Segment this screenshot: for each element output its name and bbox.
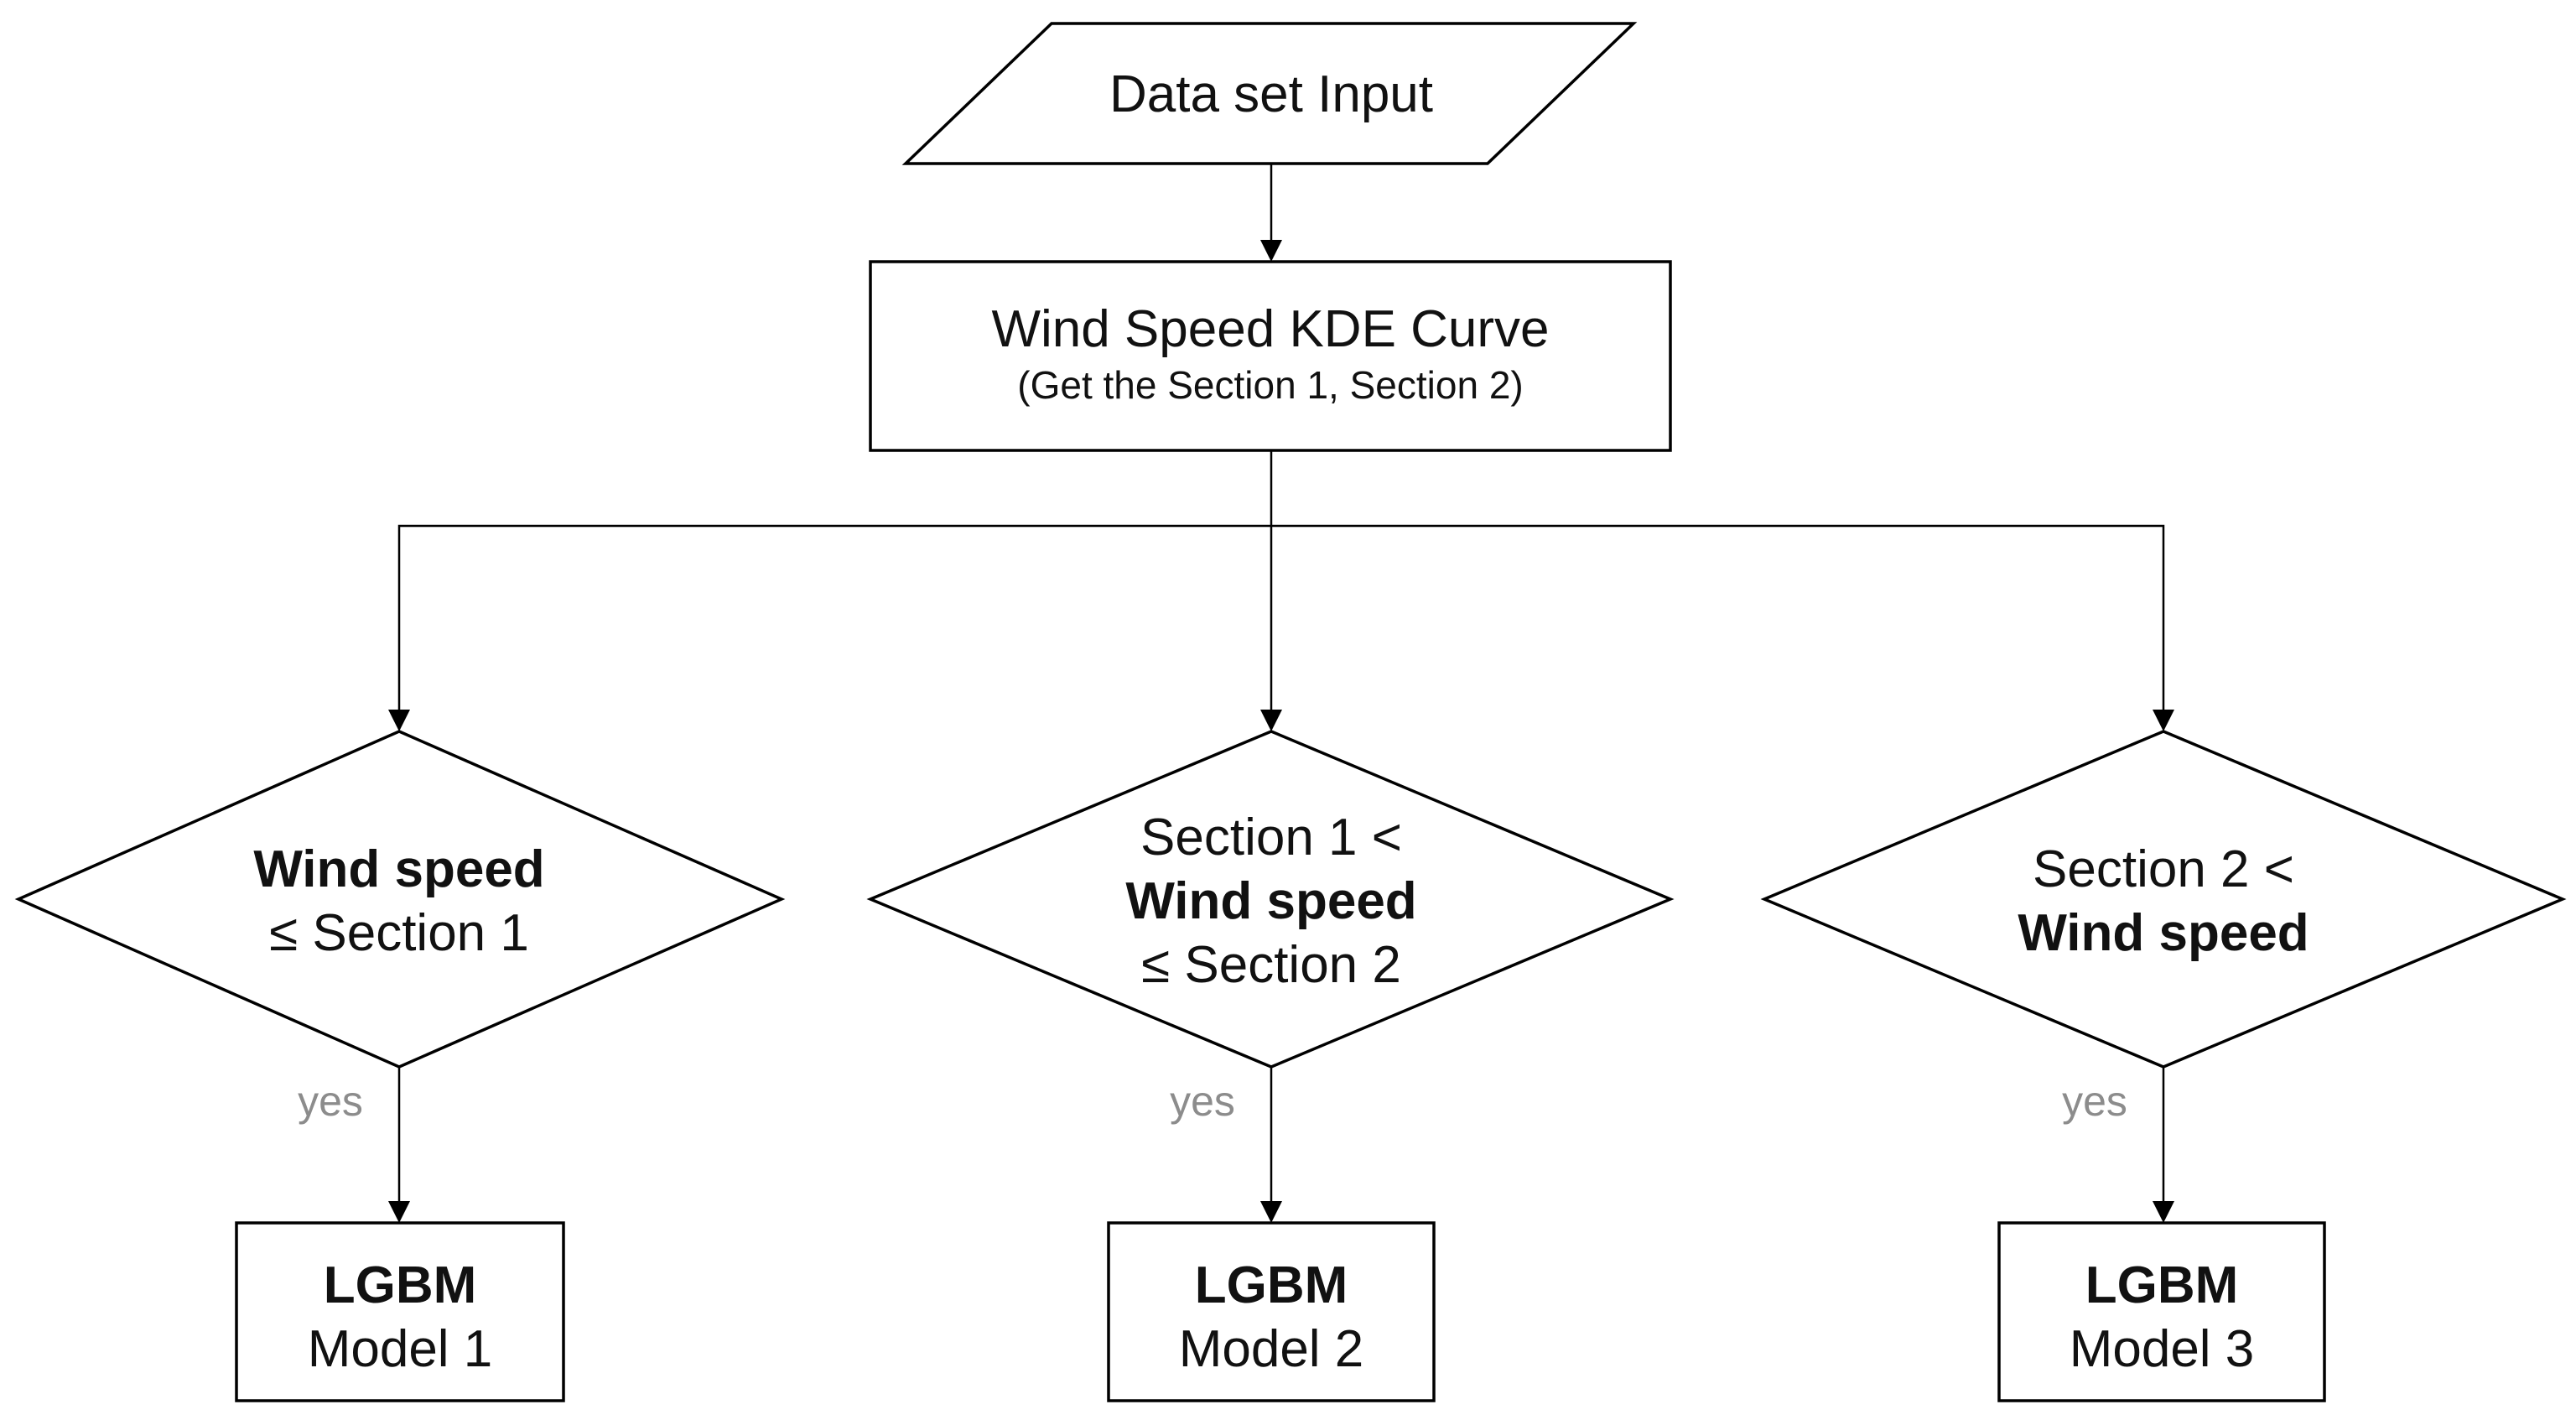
condition-1-label: Wind speed ≤ Section 1 xyxy=(148,844,651,960)
condition-1-variable: Wind speed xyxy=(253,840,545,898)
model-2-title: LGBM xyxy=(1194,1256,1348,1314)
condition-2-variable: Wind speed xyxy=(1125,872,1417,930)
model-box-1 xyxy=(235,1221,565,1402)
arrowhead-to-model1 xyxy=(388,1201,410,1223)
condition-3-variable: Wind speed xyxy=(2018,904,2309,962)
model-3-label: LGBM Model 3 xyxy=(1999,1260,2324,1376)
edge-branch-bus xyxy=(397,524,2165,711)
arrowhead-to-cond1 xyxy=(388,710,410,731)
yes-label-3: yes xyxy=(2062,1078,2127,1125)
model-2-label: LGBM Model 2 xyxy=(1109,1260,1434,1376)
condition-3-label: Section 2 < Wind speed xyxy=(1912,844,2415,960)
kde-title: Wind Speed KDE Curve xyxy=(991,300,1550,358)
arrowhead-to-cond2 xyxy=(1260,710,1282,731)
yes-label-1: yes xyxy=(298,1078,363,1125)
arrowhead-to-model2 xyxy=(1260,1201,1282,1223)
arrowhead-input-to-kde xyxy=(1260,240,1282,262)
model-3-title: LGBM xyxy=(2085,1256,2239,1314)
model-1-name: Model 1 xyxy=(307,1320,493,1378)
arrowhead-to-model3 xyxy=(2153,1201,2174,1223)
input-parallelogram xyxy=(901,22,1638,165)
kde-process-box xyxy=(869,260,1672,452)
condition-1-bound: ≤ Section 1 xyxy=(269,904,529,962)
model-1-title: LGBM xyxy=(323,1256,477,1314)
arrowhead-to-cond3 xyxy=(2153,710,2174,731)
model-3-name: Model 3 xyxy=(2069,1320,2255,1378)
model-box-3 xyxy=(1997,1221,2326,1402)
kde-label-group: Wind Speed KDE Curve (Get the Section 1,… xyxy=(870,300,1670,407)
condition-3-lower-bound: Section 2 < xyxy=(2033,840,2294,898)
input-label: Data set Input xyxy=(1109,65,1434,123)
yes-label-2: yes xyxy=(1170,1078,1235,1125)
model-2-name: Model 2 xyxy=(1178,1320,1364,1378)
condition-2-upper-bound: ≤ Section 2 xyxy=(1141,936,1401,994)
condition-2-lower-bound: Section 1 < xyxy=(1140,809,1402,866)
model-1-label: LGBM Model 1 xyxy=(236,1260,564,1376)
kde-subtitle: (Get the Section 1, Section 2) xyxy=(1017,363,1524,407)
condition-2-label: Section 1 < Wind speed ≤ Section 2 xyxy=(1020,812,1523,991)
